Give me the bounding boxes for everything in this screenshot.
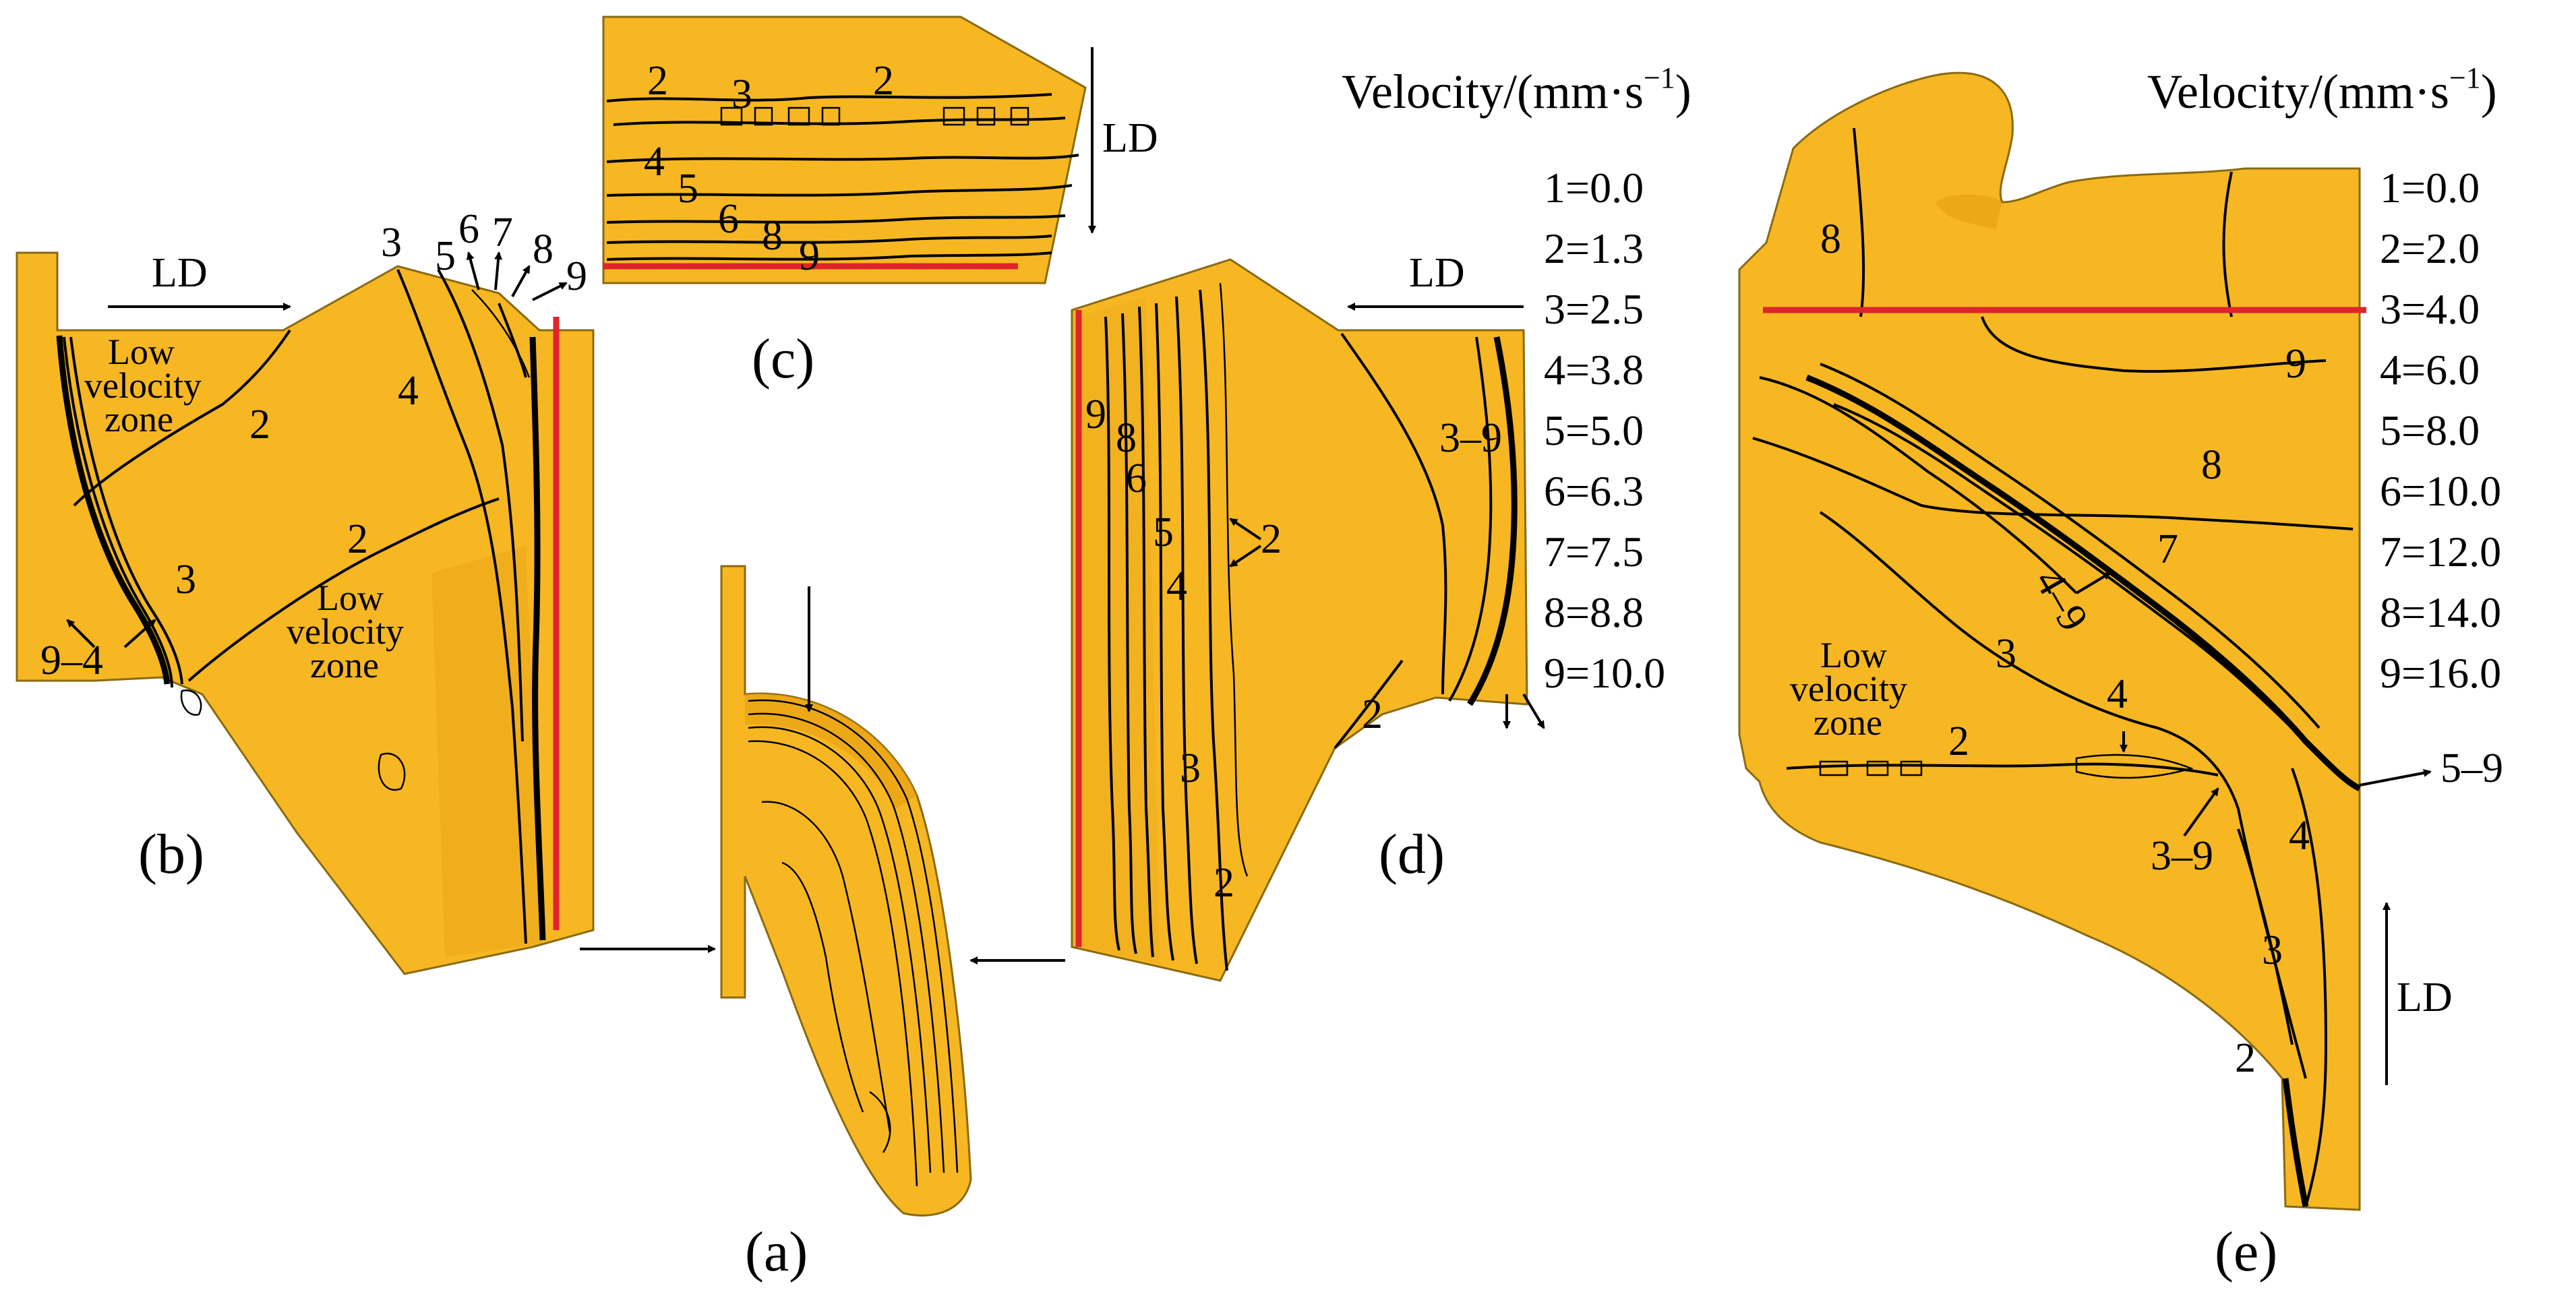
panel-b-contour-label: 9 bbox=[566, 253, 587, 299]
panel-e-zone-line2: velocity bbox=[1790, 669, 1907, 709]
panel-d-contour-label: 6 bbox=[1126, 456, 1147, 501]
panel-e-contour-label: 4 bbox=[2289, 813, 2310, 859]
panel-e-part bbox=[1738, 71, 2361, 1211]
panel-b-contour-label: 5 bbox=[435, 233, 456, 279]
panel-b-ld-label: LD bbox=[152, 250, 208, 296]
panel-e-contour-label: 3 bbox=[1996, 631, 2016, 677]
panel-e-contour-label: 2 bbox=[1948, 718, 1969, 764]
panel-c-contour-label: 6 bbox=[718, 196, 739, 242]
panel-b-contour-label: 2 bbox=[347, 516, 368, 562]
legend-2-title: Velocity/(mm·s−1) bbox=[2147, 61, 2497, 119]
panel-d-contour-label: 9 bbox=[1085, 392, 1106, 437]
legend-1-entry: 2=1.3 bbox=[1544, 224, 1644, 272]
panel-c-contour-label: 9 bbox=[799, 233, 820, 279]
panel-e-zone-line3: zone bbox=[1814, 702, 1882, 743]
panel-d-contour-label: 2 bbox=[1362, 692, 1383, 737]
legend-2-entry: 4=6.0 bbox=[2380, 346, 2480, 394]
panel-e-contour-label: 3 bbox=[2262, 927, 2283, 973]
legend-1-entry: 1=0.0 bbox=[1544, 164, 1644, 212]
legend-1-entry: 4=3.8 bbox=[1544, 346, 1644, 394]
legend-1-entry: 6=6.3 bbox=[1544, 467, 1644, 515]
panel-b-contour-label: 2 bbox=[249, 402, 270, 448]
panel-c-contour-label: 8 bbox=[762, 213, 783, 259]
panel-e-contour-label: 3–9 bbox=[2151, 833, 2213, 879]
legend-2-entry: 3=4.0 bbox=[2380, 285, 2480, 333]
panel-b-contour-label: 4 bbox=[398, 368, 419, 414]
panel-d-contour-label: 3–9 bbox=[1439, 415, 1502, 461]
panel-a-label: (a) bbox=[745, 1221, 808, 1283]
panel-e-contour-label: 8 bbox=[1820, 216, 1841, 262]
panel-e-zone-line1: Low bbox=[1820, 635, 1887, 675]
panel-d-contour-label: 2 bbox=[1214, 860, 1234, 906]
legend-1-entry: 5=5.0 bbox=[1544, 406, 1644, 454]
panel-d: LD 9 8 6 5 4 2 3 2 2 3–9 (d) bbox=[1071, 250, 1545, 982]
panel-d-contour-label: 4 bbox=[1166, 563, 1187, 609]
legend-2: Velocity/(mm·s−1) 1=0.0 2=2.0 3=4.0 4=6.… bbox=[2147, 61, 2501, 697]
panel-b-zone2-line1: Low bbox=[317, 578, 384, 618]
panel-c: 2 3 2 4 5 6 8 9 LD (c) bbox=[602, 16, 1158, 390]
panel-d-contour-label: 2 bbox=[1261, 516, 1282, 562]
panel-b-contour-label: 9–4 bbox=[40, 638, 103, 683]
panel-b-contour-label: 8 bbox=[533, 226, 553, 272]
legend-1-entry: 3=2.5 bbox=[1544, 285, 1644, 333]
panel-e-contour-label: 8 bbox=[2201, 442, 2222, 488]
panel-d-contour-label: 5 bbox=[1153, 510, 1174, 555]
panel-b-zone1-line2: velocity bbox=[84, 365, 202, 406]
panel-b-label: (b) bbox=[138, 823, 204, 886]
panel-e-contour-label: 2 bbox=[2235, 1035, 2256, 1081]
panel-e-contour-label: 7 bbox=[2157, 526, 2178, 572]
panel-d-contour-label: 8 bbox=[1116, 415, 1137, 461]
panel-b-zone2-line3: zone bbox=[310, 645, 379, 685]
panel-b-zone1-line3: zone bbox=[104, 399, 173, 439]
legend-1-entry: 7=7.5 bbox=[1544, 528, 1644, 576]
panel-a: (a) bbox=[580, 565, 1065, 1283]
panel-d-contour-label: 3 bbox=[1180, 745, 1201, 791]
panel-e-contour-label: 4 bbox=[2107, 671, 2128, 717]
panel-d-label: (d) bbox=[1379, 823, 1445, 886]
panel-b: LD Low velocity zone Low velocity zone 2… bbox=[16, 206, 595, 975]
legend-2-entry: 7=12.0 bbox=[2380, 528, 2501, 576]
legend-2-entry: 1=0.0 bbox=[2380, 164, 2480, 212]
panel-e-label: (e) bbox=[2215, 1221, 2277, 1283]
legend-1-entry: 9=10.0 bbox=[1544, 649, 1665, 697]
panel-b-zone1-line1: Low bbox=[108, 332, 175, 372]
panel-b-contour-label: 3 bbox=[175, 557, 196, 603]
panel-b-contour-label: 3 bbox=[381, 220, 402, 266]
panel-d-ld-label: LD bbox=[1409, 250, 1465, 296]
panel-c-contour-label: 4 bbox=[644, 139, 665, 185]
panel-c-contour-label: 2 bbox=[647, 58, 668, 104]
legend-2-entry: 8=14.0 bbox=[2380, 588, 2501, 636]
panel-e-ld-label: LD bbox=[2397, 975, 2453, 1020]
panel-e-contour-label: 5–9 bbox=[2440, 745, 2503, 791]
panel-e: LD Low velocity zone 8 9 8 7 4–9 3 2 4 3… bbox=[1738, 71, 2503, 1283]
legend-2-entry: 9=16.0 bbox=[2380, 649, 2501, 697]
panel-c-contour-label: 5 bbox=[678, 166, 698, 212]
panel-b-part bbox=[16, 251, 595, 975]
legend-1-entry: 8=8.8 bbox=[1544, 588, 1644, 636]
panel-b-zone2-line2: velocity bbox=[287, 611, 404, 652]
panel-c-contour-label: 3 bbox=[731, 71, 752, 117]
panel-c-label: (c) bbox=[752, 328, 814, 390]
panel-b-contour-label: 6 bbox=[458, 206, 479, 252]
legend-2-entry: 6=10.0 bbox=[2380, 467, 2501, 515]
panel-b-contour-label: 7 bbox=[492, 210, 513, 255]
panel-c-ld-label: LD bbox=[1102, 115, 1158, 161]
legend-1: Velocity/(mm·s−1) 1=0.0 2=1.3 3=2.5 4=3.… bbox=[1342, 61, 1691, 697]
legend-2-entry: 5=8.0 bbox=[2380, 406, 2480, 454]
legend-1-title: Velocity/(mm·s−1) bbox=[1342, 61, 1691, 119]
legend-2-entry: 2=2.0 bbox=[2380, 224, 2480, 272]
panel-c-contour-label: 2 bbox=[873, 58, 894, 104]
panel-e-contour-label: 9 bbox=[2285, 341, 2306, 387]
